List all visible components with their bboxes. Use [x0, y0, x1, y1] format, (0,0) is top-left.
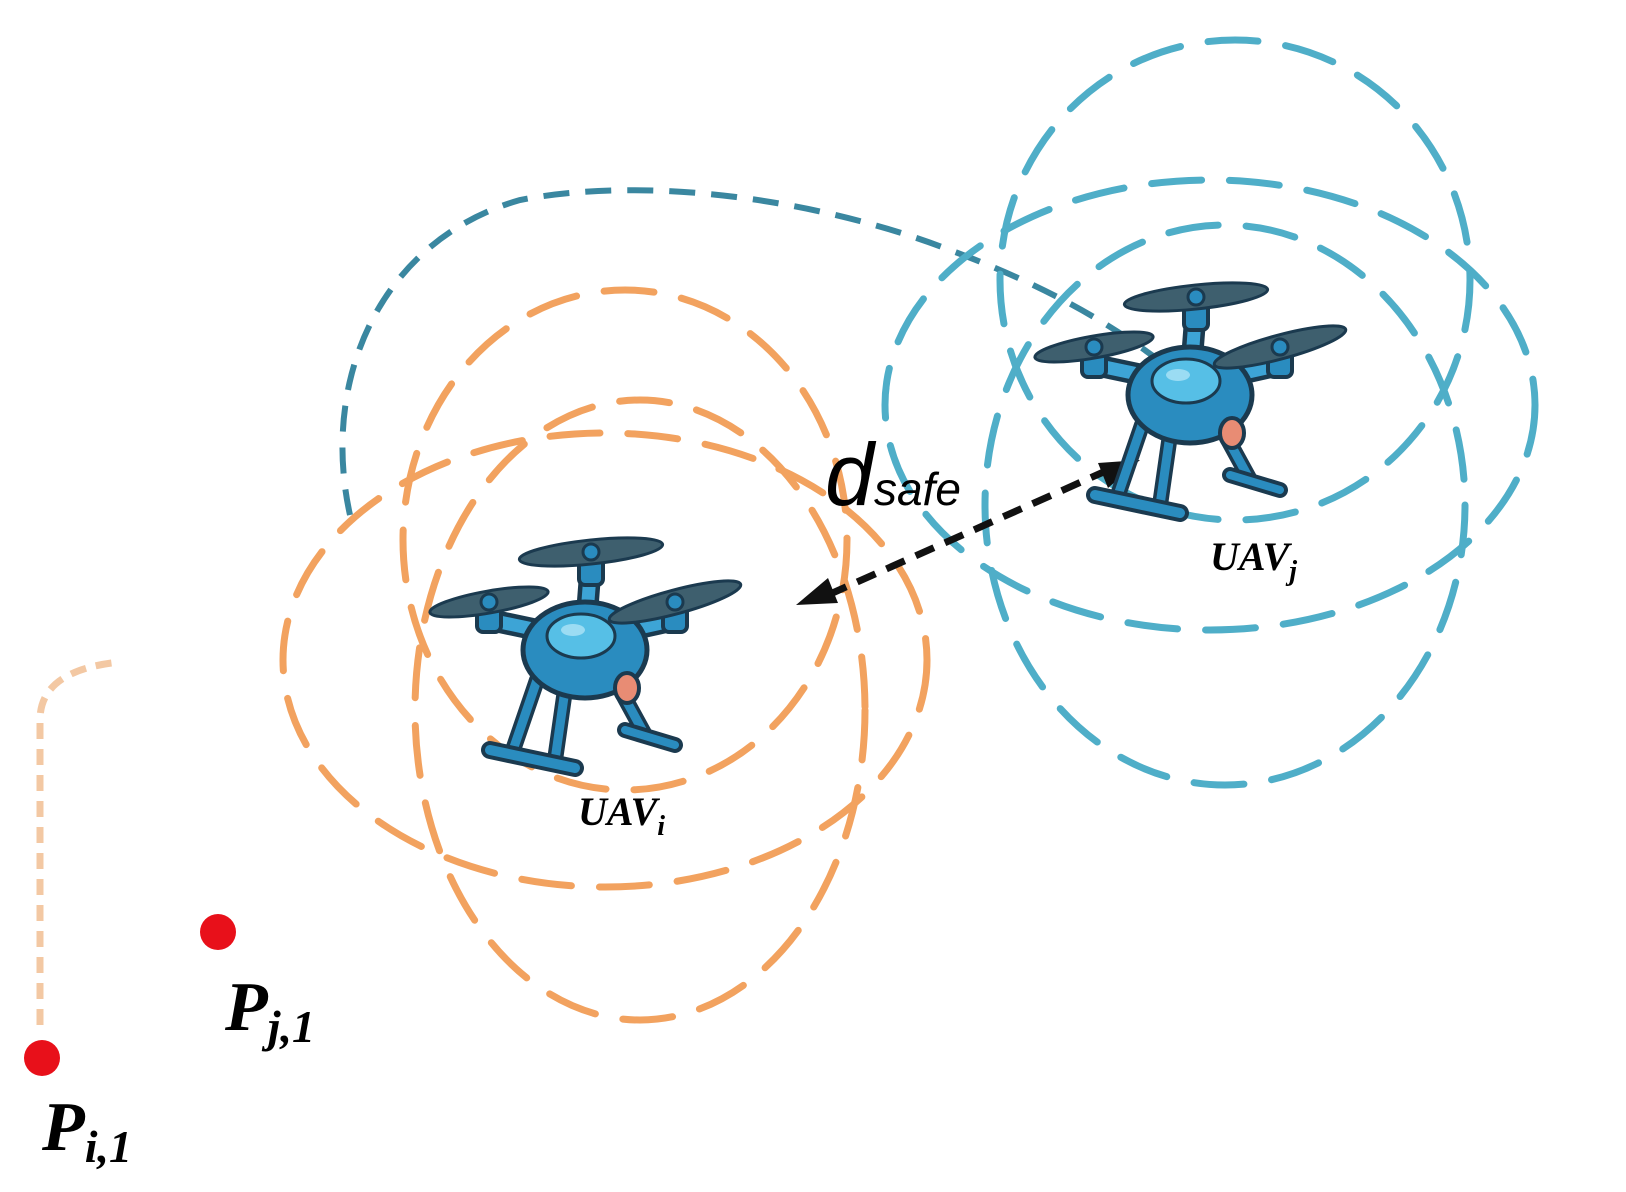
uav-j-safety-region — [881, 36, 1539, 789]
uav-i-subscript: i — [657, 811, 665, 842]
p-j1-main: P — [224, 969, 269, 1046]
uav-j-label: UAVj — [1210, 534, 1297, 587]
uav-i-drone-icon — [428, 533, 744, 768]
uav-i-label: UAVi — [578, 789, 665, 842]
d-safe-main: d — [825, 425, 877, 524]
d-safe-subscript: safe — [874, 463, 961, 515]
p-i1-label: Pi,1 — [41, 1089, 132, 1172]
uav-i-safety-region — [279, 286, 931, 1024]
d-safe-arrow — [826, 466, 1110, 599]
p-i1-subscript: i,1 — [85, 1121, 132, 1172]
p-j1-label: Pj,1 — [224, 969, 315, 1052]
arrowhead-left-icon — [796, 578, 838, 605]
d-safe-label: dsafe — [825, 425, 961, 524]
p-i1-main: P — [41, 1089, 86, 1166]
uav-i-trajectory-path — [36, 658, 121, 1025]
uav-i-main: UAV — [578, 789, 661, 834]
uav-j-main: UAV — [1210, 534, 1293, 579]
uav-j-trajectory-path — [339, 187, 1167, 516]
p-j1-subscript: j,1 — [261, 1001, 315, 1052]
uav-j-drone-icon — [1033, 278, 1349, 513]
point-p-j1 — [200, 914, 236, 950]
point-p-i1 — [24, 1040, 60, 1076]
